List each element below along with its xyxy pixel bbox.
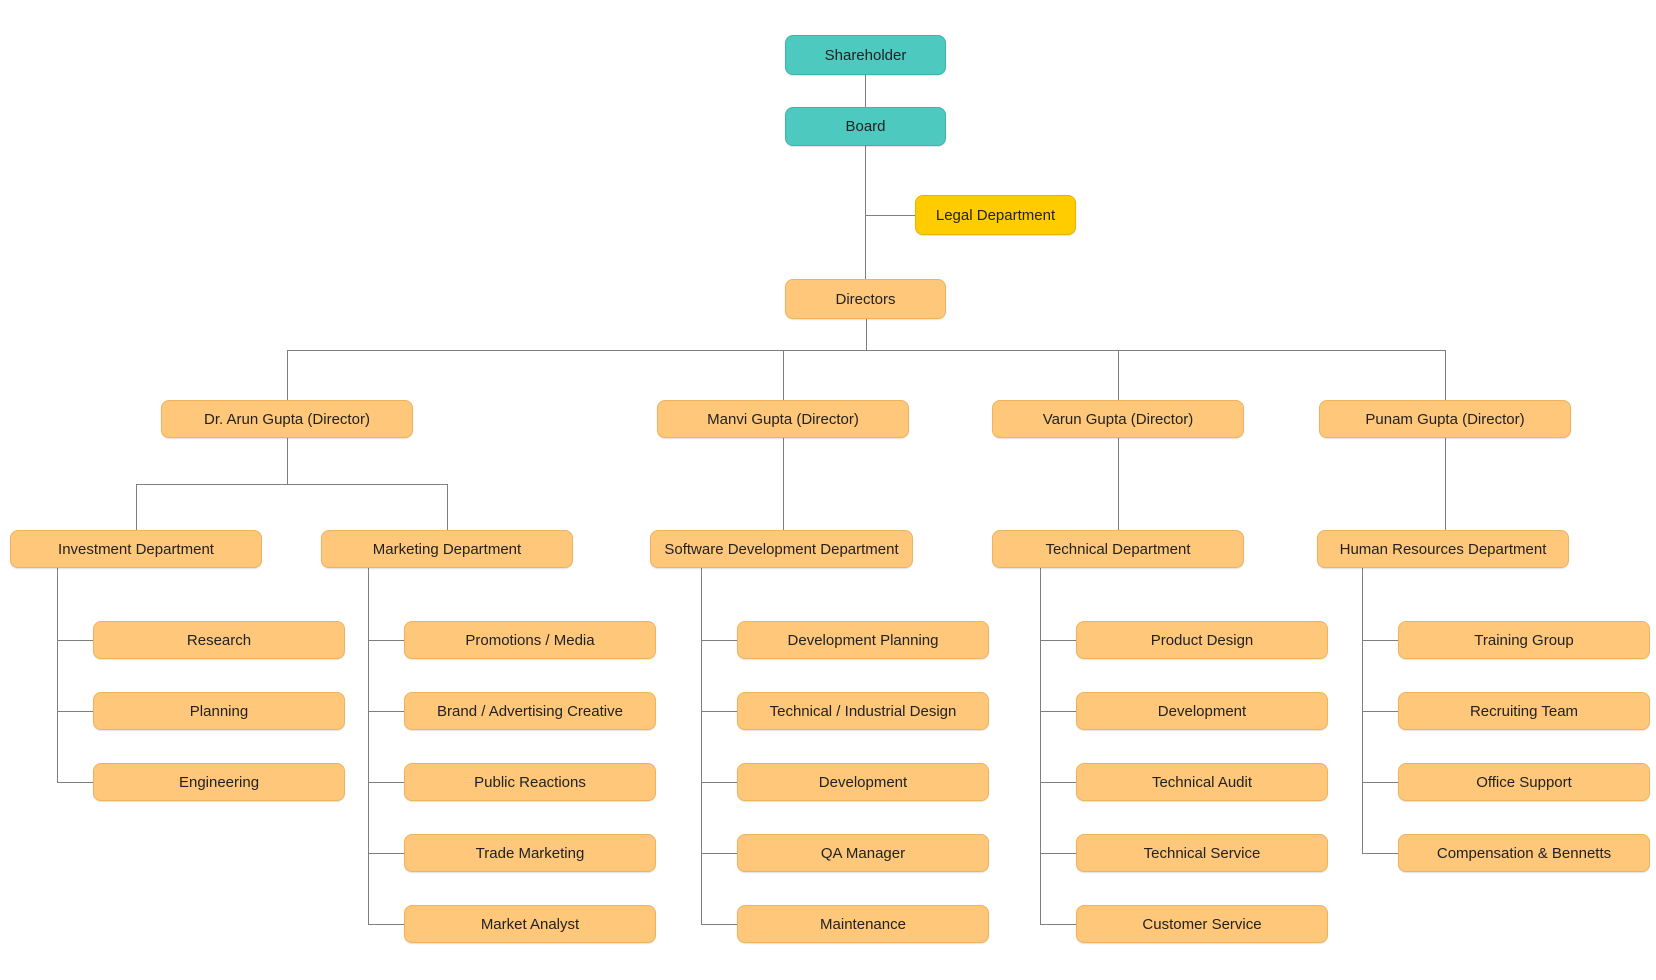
spine-marketing [368,568,369,925]
node-team-investment: Engineering [93,763,345,801]
node-shareholder: Shareholder [785,35,946,75]
connector-directors-bus [866,319,867,350]
node-team-investment: Planning [93,692,345,730]
node-team-technical: Development [1076,692,1328,730]
node-director-varun: Varun Gupta (Director) [992,400,1244,438]
branch-technical-1 [1040,640,1078,641]
branch-technical-2 [1040,711,1078,712]
branch-software-4 [701,853,739,854]
node-team-technical: Technical Service [1076,834,1328,872]
spine-investment [57,568,58,783]
node-team-hr: Compensation & Bennetts [1398,834,1650,872]
node-team-investment: Research [93,621,345,659]
node-team-software: Development Planning [737,621,989,659]
node-software-development-department: Software Development Department [650,530,913,568]
connector-director-bus-horizontal [287,350,1445,351]
branch-hr-4 [1362,853,1400,854]
node-team-software: Maintenance [737,905,989,943]
connector-arun-down [287,438,288,484]
branch-marketing-3 [368,782,406,783]
node-team-technical: Product Design [1076,621,1328,659]
branch-investment-3 [57,782,95,783]
branch-software-5 [701,924,739,925]
branch-marketing-2 [368,711,406,712]
connector-varun-technical [1118,438,1119,530]
branch-hr-2 [1362,711,1400,712]
connector-bus-marketing [447,484,448,530]
node-team-marketing: Market Analyst [404,905,656,943]
branch-investment-1 [57,640,95,641]
connector-shareholder-board [865,75,866,107]
node-human-resources-department: Human Resources Department [1317,530,1569,568]
node-team-marketing: Promotions / Media [404,621,656,659]
node-investment-department: Investment Department [10,530,262,568]
node-team-software: QA Manager [737,834,989,872]
branch-software-3 [701,782,739,783]
node-team-marketing: Brand / Advertising Creative [404,692,656,730]
branch-hr-1 [1362,640,1400,641]
branch-software-2 [701,711,739,712]
branch-software-1 [701,640,739,641]
connector-manvi-software [783,438,784,530]
node-team-software: Development [737,763,989,801]
connector-arun-bus [136,484,448,485]
node-technical-department: Technical Department [992,530,1244,568]
node-team-technical: Technical Audit [1076,763,1328,801]
node-team-hr: Training Group [1398,621,1650,659]
branch-technical-5 [1040,924,1078,925]
node-team-software: Technical / Industrial Design [737,692,989,730]
branch-marketing-1 [368,640,406,641]
branch-marketing-5 [368,924,406,925]
node-team-marketing: Trade Marketing [404,834,656,872]
node-team-marketing: Public Reactions [404,763,656,801]
node-directors: Directors [785,279,946,319]
connector-bus-varun [1118,350,1119,400]
node-director-manvi: Manvi Gupta (Director) [657,400,909,438]
connector-legal [865,215,915,216]
spine-technical [1040,568,1041,925]
node-marketing-department: Marketing Department [321,530,573,568]
branch-hr-3 [1362,782,1400,783]
branch-technical-4 [1040,853,1078,854]
branch-technical-3 [1040,782,1078,783]
connector-bus-arun [287,350,288,400]
node-director-punam: Punam Gupta (Director) [1319,400,1571,438]
connector-bus-investment [136,484,137,530]
connector-board-directors [865,146,866,279]
node-legal-department: Legal Department [915,195,1076,235]
connector-punam-hr [1445,438,1446,530]
node-board: Board [785,107,946,146]
spine-software [701,568,702,925]
branch-investment-2 [57,711,95,712]
node-director-arun: Dr. Arun Gupta (Director) [161,400,413,438]
node-team-hr: Recruiting Team [1398,692,1650,730]
connector-bus-punam [1445,350,1446,400]
branch-marketing-4 [368,853,406,854]
node-team-hr: Office Support [1398,763,1650,801]
node-team-technical: Customer Service [1076,905,1328,943]
connector-bus-manvi [783,350,784,400]
